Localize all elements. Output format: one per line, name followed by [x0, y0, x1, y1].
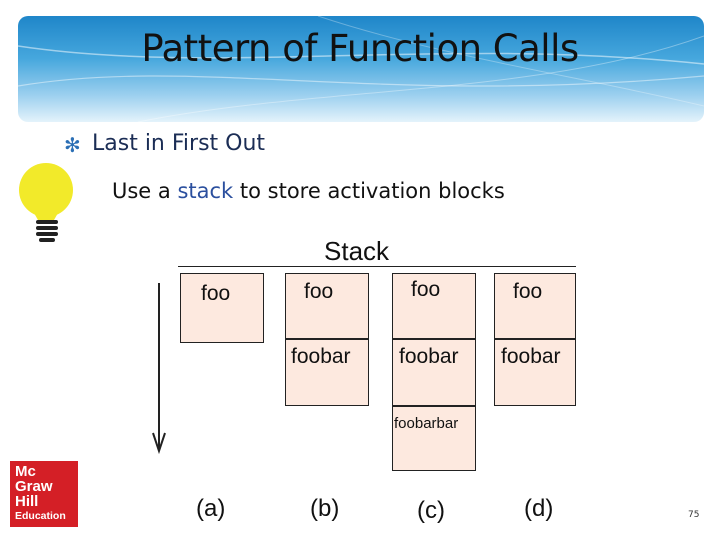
down-arrow-icon [152, 283, 166, 455]
stack-keyword: stack [177, 179, 234, 203]
logo-line: Graw [15, 478, 53, 495]
column-label-d: (d) [524, 495, 554, 522]
frame-d-foo: foo [494, 273, 576, 339]
frame-c-foobarbar: foobarbar [392, 406, 476, 471]
frame-c-foo: foo [392, 273, 476, 339]
page-number: 75 [688, 510, 700, 520]
frame-label: foobar [501, 345, 561, 368]
frame-b-foo: foo [285, 273, 369, 339]
slide-title: Pattern of Function Calls [141, 27, 579, 70]
frame-label: foo [304, 280, 334, 303]
column-label-a: (a) [196, 495, 226, 522]
frame-label: foo [201, 282, 231, 305]
sub-bullet: Use a stack to store activation blocks [112, 179, 505, 203]
title-banner [18, 16, 704, 122]
publisher-logo: Mc Graw Hill Education [10, 461, 78, 527]
stack-title: Stack [324, 236, 390, 266]
frame-label: foo [411, 278, 441, 301]
logo-line: Mc [15, 463, 36, 480]
logo-line: Education [15, 510, 66, 522]
frame-a-foo: foo [180, 273, 264, 343]
frame-label: foobarbar [394, 415, 459, 432]
sub-suffix: to store activation blocks [233, 179, 505, 203]
sub-prefix: Use a [112, 179, 178, 203]
frame-d-foobar: foobar [494, 339, 576, 406]
asterisk-bullet-icon: ✻ [64, 133, 81, 157]
stack-top-rule [178, 266, 576, 267]
frame-b-foobar: foobar [285, 339, 369, 406]
logo-line: Hill [15, 493, 39, 510]
column-label-c: (c) [417, 497, 445, 524]
frame-label: foo [513, 280, 543, 303]
frame-label: foobar [291, 345, 351, 368]
frame-label: foobar [399, 345, 459, 368]
lightbulb-icon [19, 163, 73, 242]
bullet-text: Last in First Out [92, 131, 266, 156]
frame-c-foobar: foobar [392, 339, 476, 406]
banner-waves [18, 16, 704, 122]
column-label-b: (b) [310, 495, 340, 522]
